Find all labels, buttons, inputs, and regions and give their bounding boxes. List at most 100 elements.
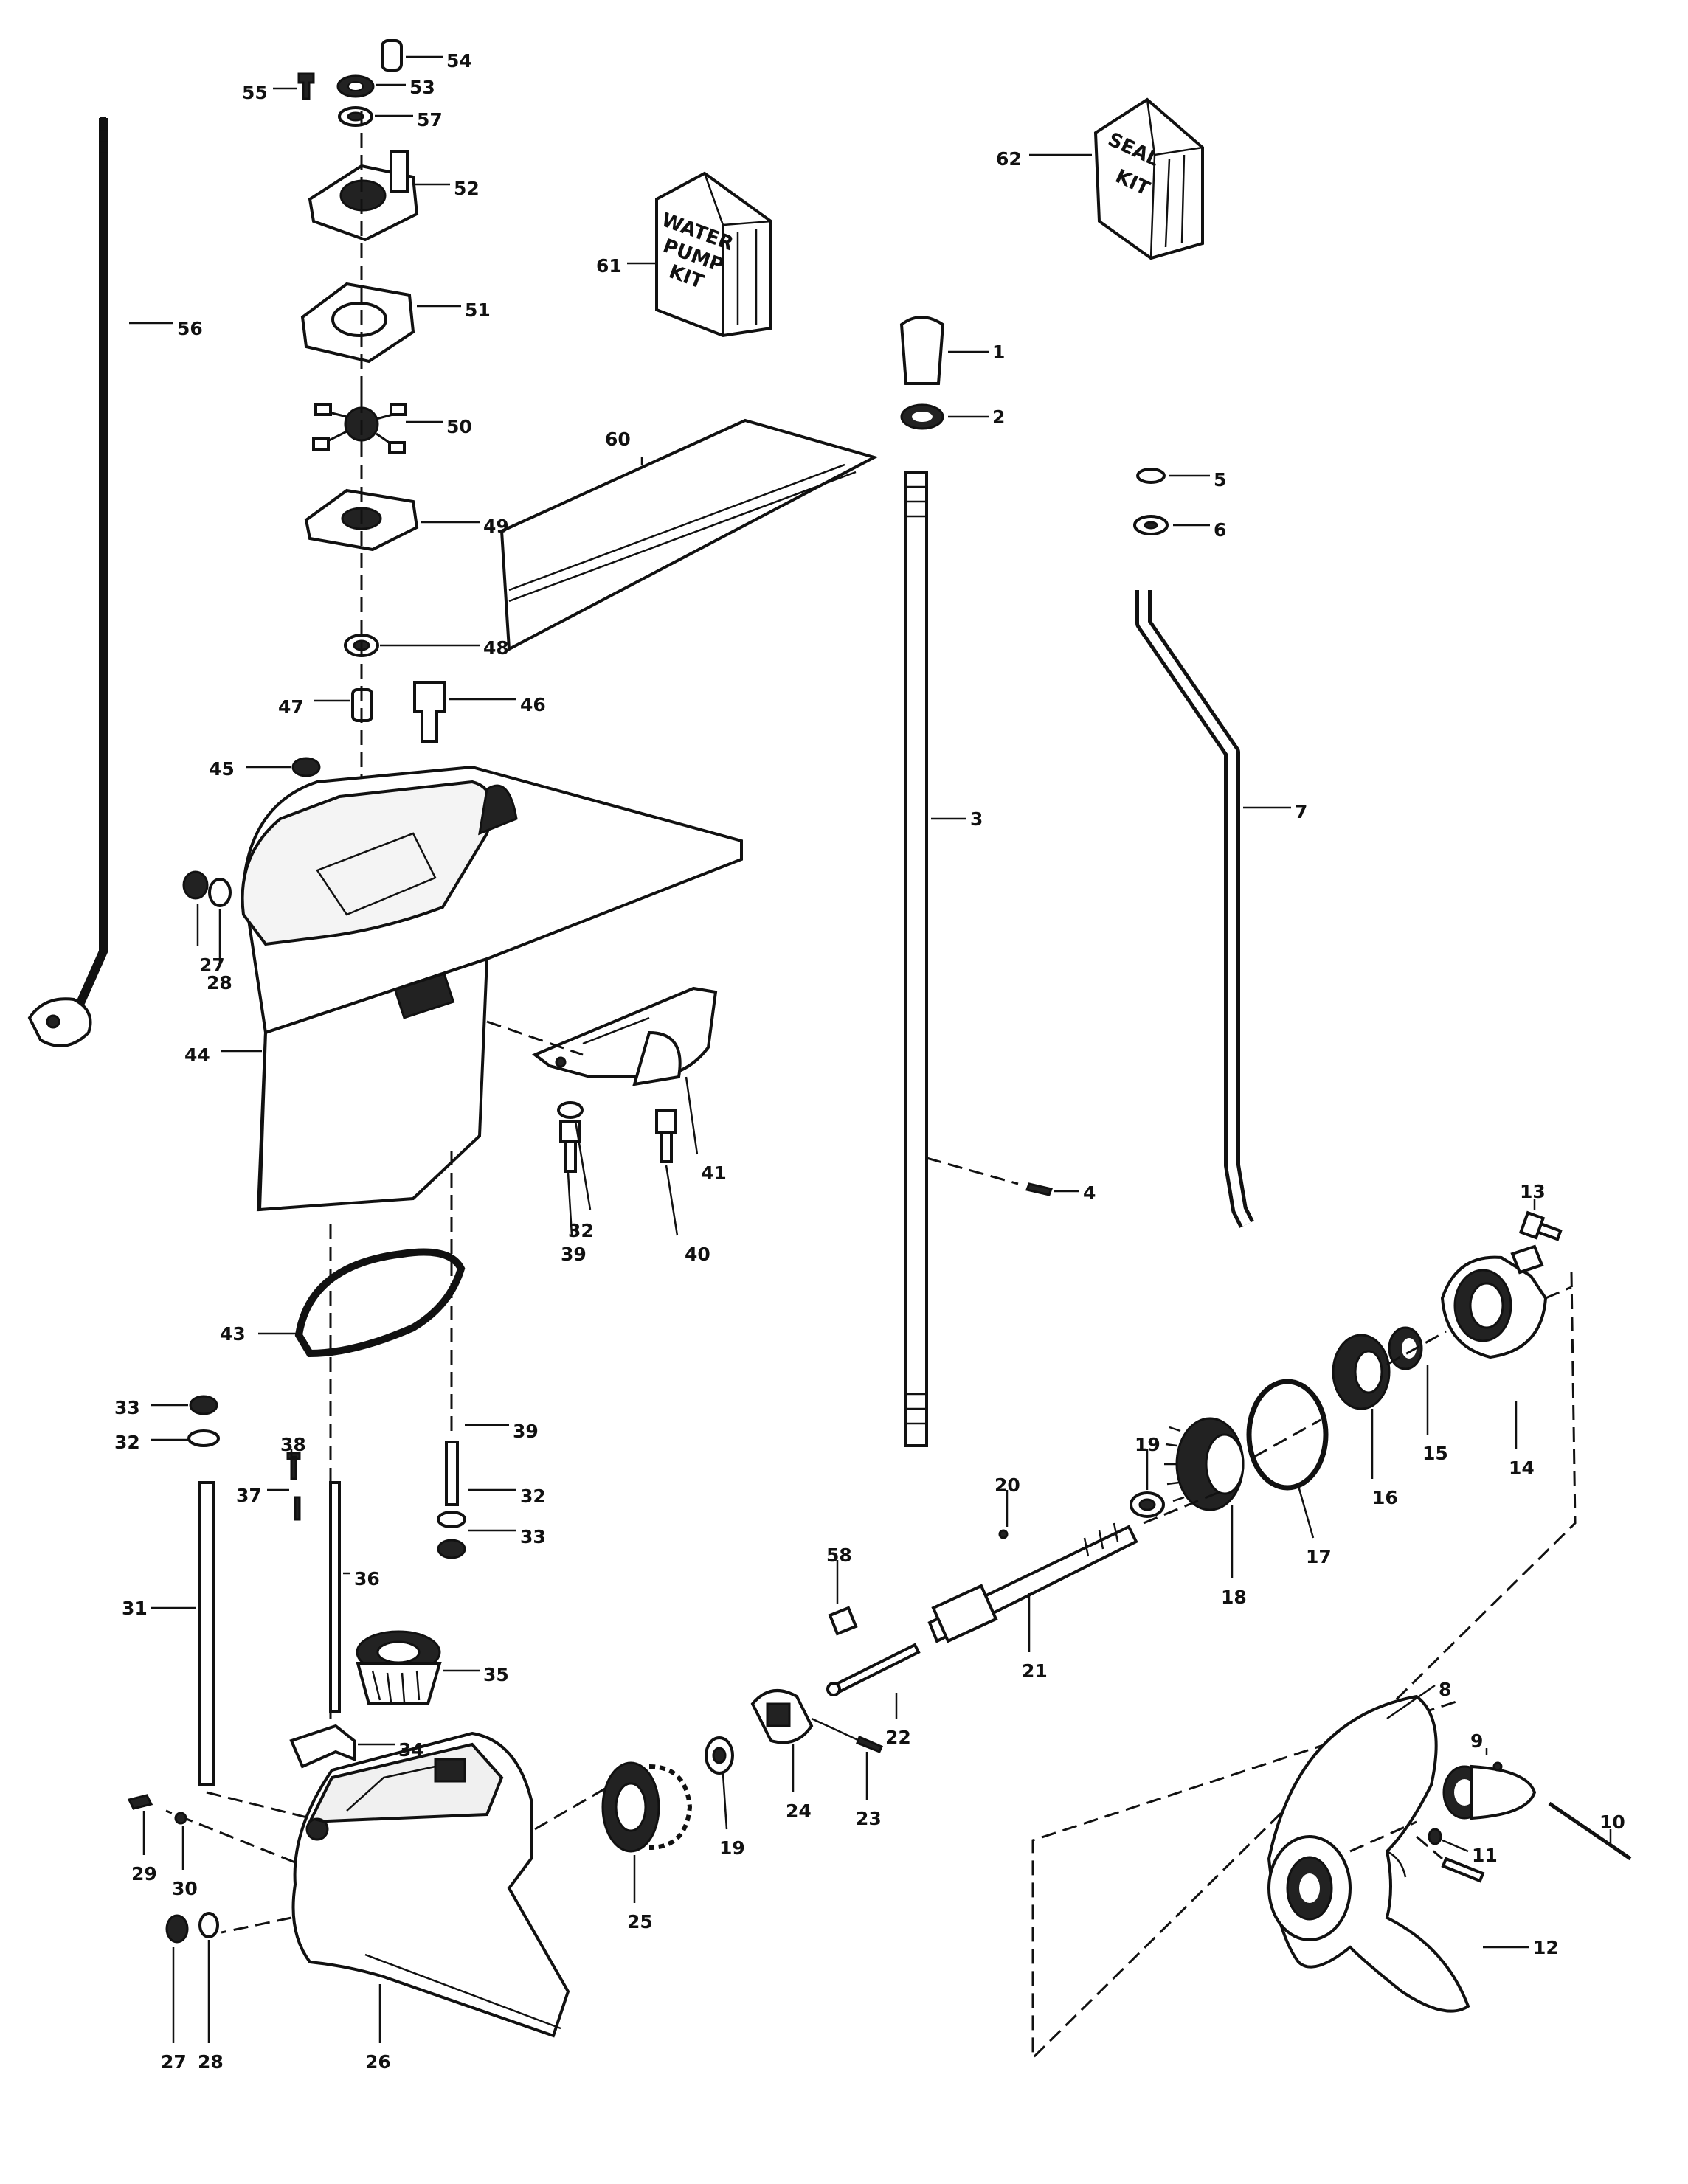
pinion-gear [356,1630,442,1705]
callout-27: 27 [161,2051,187,2073]
callout-39: 39 [561,1244,587,1265]
o-ring [1246,1379,1329,1491]
callout-39: 39 [513,1421,539,1442]
callout-60: 60 [605,429,631,450]
callout-6: 6 [1214,519,1226,541]
callout-3: 3 [970,808,983,830]
callout-28: 28 [207,972,232,994]
callout-53: 53 [409,77,435,98]
callout-33: 33 [114,1397,140,1418]
callout-2: 2 [992,406,1005,428]
leader-line-32 [574,1120,592,1210]
water-pump-stack [291,39,446,848]
leader-line-11 [1442,1839,1469,1853]
callout-32: 32 [520,1486,546,1507]
callout-40: 40 [685,1244,710,1265]
shift-linkage [1133,468,1254,1228]
trim-tab-bracket [486,986,718,1086]
callout-45: 45 [209,758,235,780]
callout-54: 54 [446,50,472,72]
callout-35: 35 [483,1664,509,1685]
callout-8: 8 [1439,1679,1451,1700]
propeller-shaft [927,1522,1138,1643]
callout-9: 9 [1470,1730,1483,1752]
clutch-dog [750,1689,883,1753]
callout-50: 50 [446,416,472,437]
anti-ventilation-plate [499,418,879,652]
callout-44: 44 [184,1044,210,1066]
callout-55: 55 [242,82,268,103]
callout-labels: 1234567891011121314151617181919202122232… [114,50,1625,2073]
callout-41: 41 [701,1162,727,1184]
leader-lines [129,55,1612,2043]
driveshaft-housing [241,765,743,1212]
callout-16: 16 [1372,1487,1398,1508]
bearing-carrier [1440,1244,1548,1359]
driveshaft [899,316,1054,1447]
callout-32: 32 [568,1220,594,1241]
callout-26: 26 [365,2051,391,2073]
impeller [312,387,407,457]
housing-gasket [294,1248,466,1358]
callout-10: 10 [1599,1812,1625,1833]
callout-49: 49 [483,516,509,537]
callout-52: 52 [454,178,480,199]
callout-36: 36 [354,1568,380,1590]
callout-1: 1 [992,342,1005,363]
callout-20: 20 [995,1474,1020,1496]
water-pump-kit-box: WATER PUMP KIT [655,171,772,338]
callout-14: 14 [1509,1457,1535,1479]
callout-17: 17 [1306,1546,1332,1567]
reverse-gear [1164,1417,1245,1511]
gearcase [165,1731,570,2038]
callout-58: 58 [826,1545,852,1566]
callout-28: 28 [198,2051,224,2073]
callout-23: 23 [856,1808,882,1829]
propeller [1267,1694,1470,2013]
callout-13: 13 [1520,1181,1546,1202]
callout-48: 48 [483,637,509,659]
callout-18: 18 [1221,1587,1247,1608]
callout-4: 4 [1083,1182,1096,1204]
callout-38: 38 [280,1434,306,1455]
forward-gear-assembly [534,1736,734,1853]
leader-line-17 [1297,1486,1315,1539]
callout-30: 30 [172,1878,198,1899]
leader-line-39 [567,1172,573,1236]
leader-line-19 [722,1773,728,1830]
callout-22: 22 [885,1727,911,1748]
callout-31: 31 [122,1598,148,1619]
callout-29: 29 [131,1863,157,1885]
callout-24: 24 [786,1800,812,1822]
callout-25: 25 [627,1911,653,1932]
callout-32: 32 [114,1432,140,1453]
callout-46: 46 [520,694,546,715]
callout-33: 33 [520,1526,546,1547]
leader-line-41 [685,1076,699,1155]
callout-15: 15 [1422,1443,1448,1464]
prop-nut [1442,1761,1537,1820]
callout-34: 34 [398,1739,424,1761]
callout-7: 7 [1295,801,1307,822]
callout-19: 19 [719,1837,745,1859]
callout-56: 56 [177,318,203,339]
callout-62: 62 [996,148,1022,170]
callout-5: 5 [1214,469,1226,490]
callout-12: 12 [1533,1937,1559,1958]
callout-57: 57 [417,109,443,131]
callout-43: 43 [220,1323,246,1345]
leader-line-8 [1386,1684,1436,1720]
callout-21: 21 [1022,1660,1048,1682]
shift-rod [27,117,108,1047]
callout-51: 51 [465,299,491,321]
callout-37: 37 [236,1485,262,1506]
callout-19: 19 [1135,1434,1160,1455]
callout-47: 47 [278,696,304,718]
callout-27: 27 [199,954,225,976]
callout-11: 11 [1472,1845,1498,1866]
leader-line-40 [665,1165,679,1236]
callout-61: 61 [596,255,622,277]
seal-kit-box: SEAL KIT [1093,97,1204,260]
